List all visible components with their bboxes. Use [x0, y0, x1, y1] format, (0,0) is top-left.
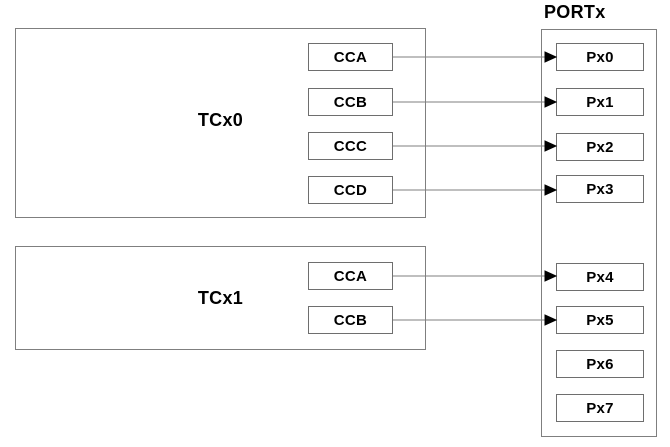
timer-label-tcx0: TCx0 — [197, 110, 244, 130]
compare-channel-label: CCA — [333, 267, 368, 285]
compare-channel-tcx0-ccd: CCD — [308, 176, 393, 204]
compare-channel-label: CCB — [333, 93, 368, 111]
compare-channel-tcx0-ccc: CCC — [308, 132, 393, 160]
port-pin-label: Px2 — [586, 138, 614, 156]
port-pin-px2: Px2 — [556, 133, 644, 161]
port-pin-label: Px4 — [586, 268, 614, 286]
port-pin-label: Px5 — [586, 311, 614, 329]
port-pin-label: Px3 — [586, 180, 614, 198]
port-pin-px5: Px5 — [556, 306, 644, 334]
timer-label-tcx1: TCx1 — [197, 288, 244, 308]
compare-channel-label: CCB — [333, 311, 368, 329]
compare-channel-tcx1-ccb: CCB — [308, 306, 393, 334]
compare-channel-tcx0-cca: CCA — [308, 43, 393, 71]
port-pin-label: Px7 — [586, 399, 614, 417]
compare-channel-tcx1-cca: CCA — [308, 262, 393, 290]
port-pin-label: Px1 — [586, 93, 614, 111]
port-title: PORTx — [544, 2, 606, 22]
port-pin-px1: Px1 — [556, 88, 644, 116]
port-pin-px7: Px7 — [556, 394, 644, 422]
port-pin-px6: Px6 — [556, 350, 644, 378]
compare-channel-tcx0-ccb: CCB — [308, 88, 393, 116]
port-pin-label: Px0 — [586, 48, 614, 66]
compare-channel-label: CCA — [333, 48, 368, 66]
port-pin-px4: Px4 — [556, 263, 644, 291]
port-pin-label: Px6 — [586, 355, 614, 373]
port-pin-px0: Px0 — [556, 43, 644, 71]
compare-channel-label: CCC — [333, 137, 368, 155]
port-pin-px3: Px3 — [556, 175, 644, 203]
compare-channel-label: CCD — [333, 181, 368, 199]
